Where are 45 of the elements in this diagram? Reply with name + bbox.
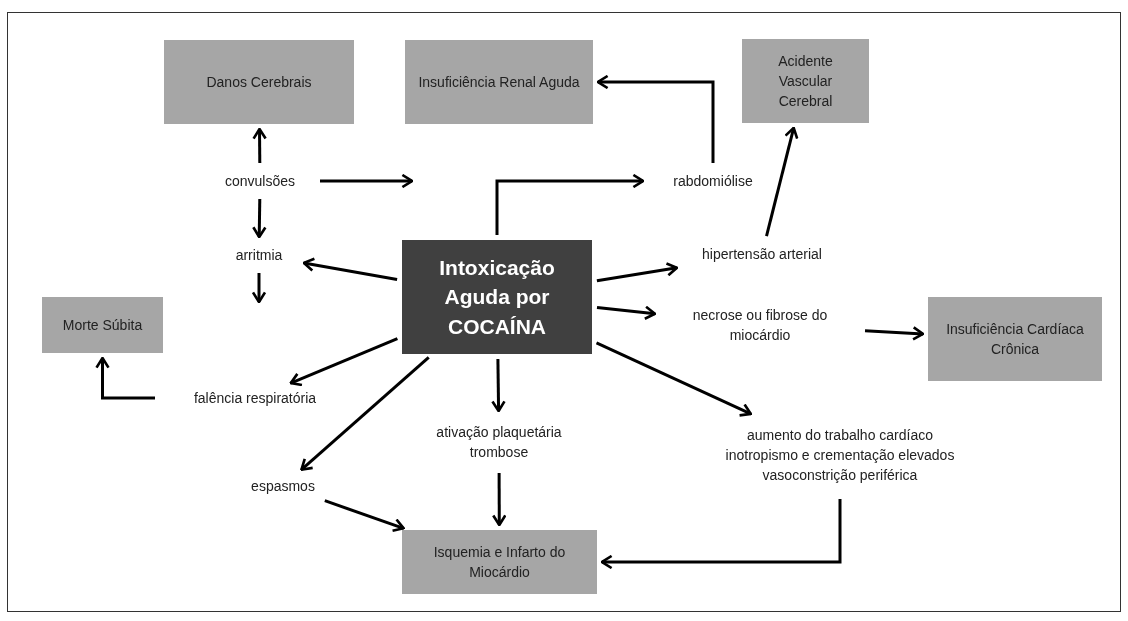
arrow xyxy=(95,356,155,400)
main-cause-box xyxy=(402,240,592,354)
outcome-box xyxy=(42,297,163,353)
arrow xyxy=(251,273,267,304)
arrow xyxy=(300,356,430,471)
outcome-box xyxy=(402,530,597,594)
outcome-box xyxy=(742,39,869,123)
arrow xyxy=(864,326,925,341)
arrow xyxy=(324,499,405,533)
box-label: Insuficiência Cardíaca Crônica xyxy=(945,319,1085,359)
box-label: Isquemia e Infarto do Miocárdio xyxy=(432,542,567,582)
box-label: Danos Cerebrais xyxy=(206,72,312,92)
effect-text: inotropismo e crementação elevados xyxy=(725,445,955,465)
arrow xyxy=(320,173,414,189)
arrow xyxy=(765,126,799,237)
arrow xyxy=(596,305,657,321)
effect-text: aumento do trabalho cardíaco xyxy=(747,425,933,445)
effect-text: ativação plaquetária xyxy=(436,422,562,442)
effect-text: falência respiratória xyxy=(193,388,317,408)
box-label: Acidente Vascular Cerebral xyxy=(777,51,834,112)
effect-text: rabdomiólise xyxy=(673,171,753,191)
arrow xyxy=(596,262,679,283)
arrow xyxy=(289,337,398,387)
arrow xyxy=(491,473,507,527)
effect-text: trombose xyxy=(469,443,529,462)
effect-text: necrose ou fibrose do miocárdio xyxy=(691,305,829,345)
box-label: Insuficiência Renal Aguda xyxy=(418,72,580,92)
effect-text: hipertensão arterial xyxy=(702,244,822,264)
effect-text: espasmos xyxy=(251,476,315,496)
arrow xyxy=(495,173,645,235)
arrow xyxy=(252,127,267,163)
box-label: Intoxicação Aguda por COCAÍNA xyxy=(438,254,556,340)
arrow xyxy=(595,341,753,417)
box-label: Morte Súbita xyxy=(62,315,143,335)
arrow xyxy=(252,198,267,239)
outcome-box xyxy=(405,40,593,124)
effect-text: vasoconstrição periférica xyxy=(762,466,918,486)
outcome-box xyxy=(164,40,354,124)
arrow xyxy=(596,74,715,163)
effect-text: arritmia xyxy=(235,245,283,265)
outcome-box xyxy=(928,297,1102,381)
arrow xyxy=(302,257,398,281)
arrow xyxy=(600,499,842,570)
effect-text: convulsões xyxy=(224,171,295,191)
arrow xyxy=(491,358,506,413)
